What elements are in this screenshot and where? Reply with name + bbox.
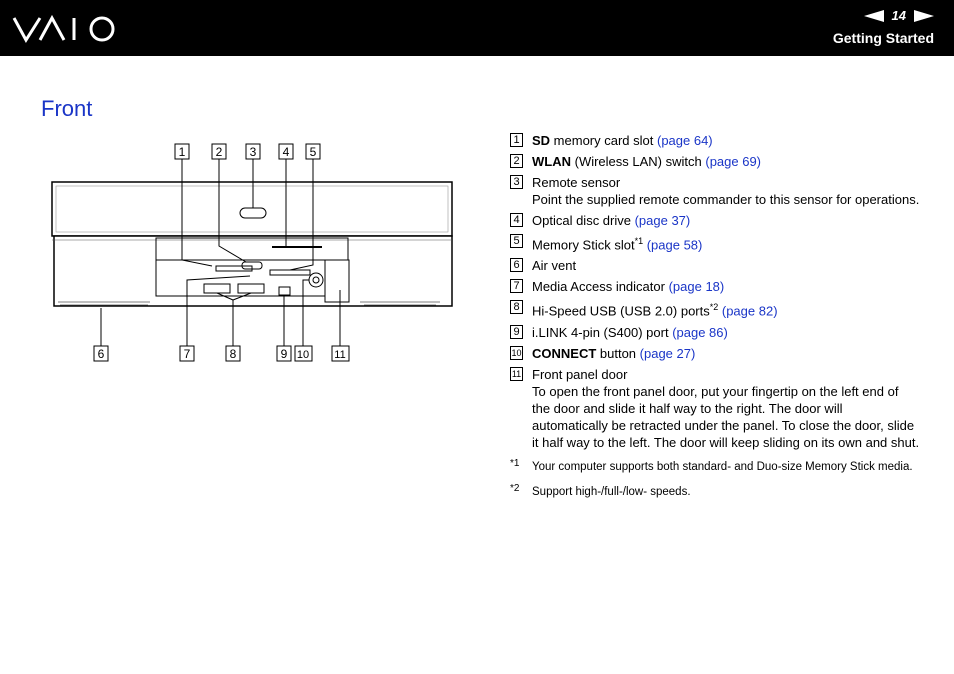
callout-1: 1	[174, 143, 190, 160]
item-number: 4	[510, 213, 523, 227]
svg-text:6: 6	[98, 347, 105, 361]
svg-text:5: 5	[310, 145, 317, 159]
page-link[interactable]: (page 37)	[634, 213, 691, 228]
page-nav: 14	[863, 8, 934, 23]
next-page-arrow-icon[interactable]	[914, 9, 934, 22]
callout-9: 9	[276, 345, 292, 362]
section-title: Getting Started	[832, 30, 934, 46]
callout-7: 7	[179, 345, 195, 362]
item-number: 9	[510, 324, 523, 339]
header-bar: 14 Getting Started	[0, 0, 954, 56]
page-link[interactable]: (page 64)	[656, 133, 713, 148]
item-number: 1	[510, 133, 523, 147]
page-link[interactable]: (page 86)	[672, 324, 728, 340]
list-item: 10 CONNECT button (page 27)	[510, 345, 696, 361]
svg-text:1: 1	[179, 145, 186, 159]
item-number: 7	[510, 279, 523, 294]
callout-6: 6	[93, 345, 109, 362]
list-item: 9 i.LINK 4-pin (S400) port (page 86)	[510, 324, 920, 341]
page-link[interactable]: (page 27)	[639, 345, 696, 361]
page-number: 14	[891, 8, 906, 23]
svg-text:11: 11	[334, 349, 345, 361]
footnote: *2 Support high-/full-/low- speeds.	[510, 482, 691, 498]
list-item: 5 Memory Stick slot*1 (page 58)	[510, 233, 920, 253]
vaio-logo	[12, 14, 115, 43]
callout-5: 5	[305, 143, 321, 160]
svg-text:3: 3	[250, 145, 257, 159]
page-title: Front	[41, 96, 93, 121]
item-description: Point the supplied remote commander to t…	[532, 192, 920, 207]
list-item: 8 Hi-Speed USB (USB 2.0) ports*2 (page 8…	[510, 299, 920, 319]
callout-8: 8	[225, 345, 241, 362]
list-item: 7 Media Access indicator (page 18)	[510, 278, 920, 295]
item-number: 11	[510, 366, 523, 381]
callout-3: 3	[245, 143, 261, 160]
page-link[interactable]: (page 18)	[668, 279, 725, 295]
device-body	[51, 181, 453, 307]
prev-page-arrow-icon[interactable]	[863, 9, 884, 22]
callout-11: 11	[331, 345, 350, 362]
footnote: *1 Your computer supports both standard-…	[510, 457, 913, 473]
item-number: 10	[510, 345, 523, 360]
svg-text:4: 4	[283, 145, 290, 159]
svg-text:10: 10	[297, 349, 309, 361]
svg-text:7: 7	[184, 347, 191, 361]
svg-text:8: 8	[230, 347, 237, 361]
item-number: 5	[510, 234, 523, 248]
list-item: 6 Air vent	[510, 257, 920, 274]
item-number: 2	[510, 154, 523, 168]
callout-10: 10	[294, 345, 313, 362]
callout-4: 4	[278, 143, 294, 160]
item-number: 6	[510, 258, 523, 273]
item-description: To open the front panel door, put your f…	[532, 383, 920, 450]
item-number: 3	[510, 175, 523, 189]
list-item: 1 SD memory card slot (page 64)	[510, 132, 920, 149]
page-link[interactable]: (page 82)	[721, 303, 778, 319]
component-list: 1 SD memory card slot (page 64) 2 WLAN (…	[510, 132, 920, 501]
front-panel-diagram: 1 2 3 4 5 6 7 8 9 10 11	[51, 143, 453, 362]
list-item: 4 Optical disc drive (page 37)	[510, 212, 920, 229]
svg-text:2: 2	[216, 145, 223, 159]
page-link[interactable]: (page 69)	[705, 154, 762, 169]
item-number: 8	[510, 300, 523, 315]
callout-2: 2	[211, 143, 227, 160]
page-link[interactable]: (page 58)	[646, 237, 703, 253]
list-item: 2 WLAN (Wireless LAN) switch (page 69)	[510, 153, 920, 170]
svg-text:9: 9	[281, 347, 288, 361]
